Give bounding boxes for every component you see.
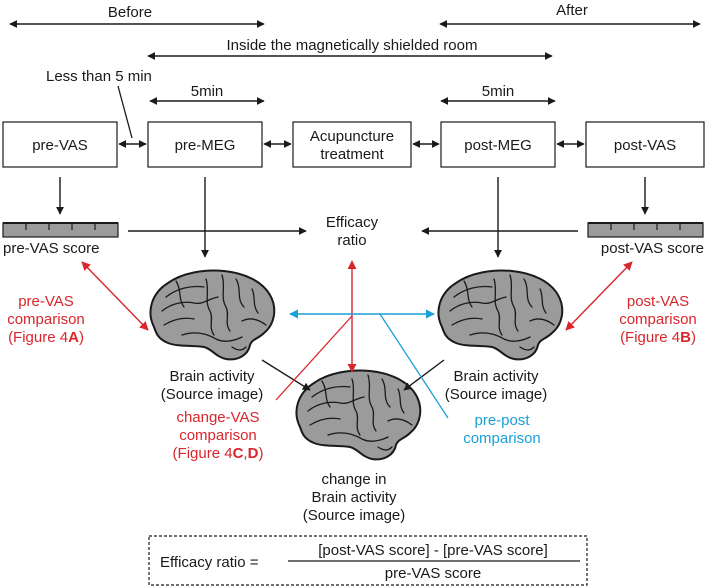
brain-center-label-line1: change in [321, 471, 386, 488]
pre-post-comparison-line1: pre-post [474, 412, 530, 429]
post-meg-box-label: post-MEG [464, 137, 532, 154]
brain-right-image [437, 269, 564, 361]
post-vas-scale-bar [587, 222, 704, 238]
brain-center-label-line2: Brain activity [311, 489, 397, 506]
pre-post-comparison-line2: comparison [463, 430, 541, 447]
post-vas-box [585, 121, 705, 168]
post-vas-box-label: post-VAS [614, 137, 676, 154]
post-meg-5min-label: 5min [482, 83, 515, 100]
pre-vas-comparison-line2: comparison [7, 311, 85, 328]
post-vas-comparison-arrow [565, 261, 633, 331]
arrow-leftbrain-to-center [261, 359, 311, 391]
formula-denominator: pre-VAS score [385, 565, 481, 582]
change-vas-comparison-line2: comparison [179, 427, 257, 444]
pre-vas-box [2, 121, 118, 168]
before-label: Before [108, 4, 152, 21]
formula-lhs: Efficacy ratio = [160, 554, 259, 571]
post-vas-comparison-line1: post-VAS [627, 293, 689, 310]
brain-right-label-line2: (Source image) [445, 386, 548, 403]
acupuncture-label-line2: treatment [320, 146, 384, 163]
post-vas-comparison-line3: (Figure 4B) [620, 329, 696, 346]
shielded-room-label: Inside the magnetically shielded room [227, 37, 478, 54]
change-vas-comparison-line1: change-VAS [176, 409, 259, 426]
arrow-rightbrain-to-center [403, 359, 445, 391]
change-vas-comparison-line3: (Figure 4C,D) [173, 445, 264, 462]
pre-vas-comparison-arrow [81, 261, 149, 331]
brain-left-label-line1: Brain activity [169, 368, 255, 385]
change-vas-pointer [275, 315, 353, 401]
pre-vas-scale-bar [2, 222, 119, 238]
pre-meg-box-label: pre-MEG [175, 137, 236, 154]
brain-left-image [149, 269, 276, 361]
pre-vas-comparison-line1: pre-VAS [18, 293, 74, 310]
brain-left-label-line2: (Source image) [161, 386, 264, 403]
efficacy-ratio-label-line1: Efficacy [326, 214, 379, 231]
pre-vas-box-label: pre-VAS [32, 137, 88, 154]
after-label: After [556, 2, 588, 19]
post-vas-score-label: post-VAS score [601, 240, 704, 257]
brain-center-label-line3: (Source image) [303, 507, 406, 524]
post-meg-box [440, 121, 556, 168]
pre-meg-box [147, 121, 263, 168]
acupuncture-label-line1: Acupuncture [310, 128, 394, 145]
pre-vas-comparison-line3: (Figure 4A) [8, 329, 84, 346]
pre-meg-5min-label: 5min [191, 83, 224, 100]
brain-center-image [295, 369, 422, 461]
brain-right-label-line1: Brain activity [453, 368, 539, 385]
less-than-5min-label: Less than 5 min [46, 68, 152, 85]
pre-vas-score-label: pre-VAS score [3, 240, 99, 257]
acupuncture-box [292, 121, 412, 168]
post-vas-comparison-line2: comparison [619, 311, 697, 328]
less-than-5min-pointer [117, 85, 133, 139]
formula-numerator: [post-VAS score] - [pre-VAS score] [318, 542, 548, 559]
efficacy-ratio-label-line2: ratio [337, 232, 366, 249]
pre-post-pointer [379, 313, 449, 419]
